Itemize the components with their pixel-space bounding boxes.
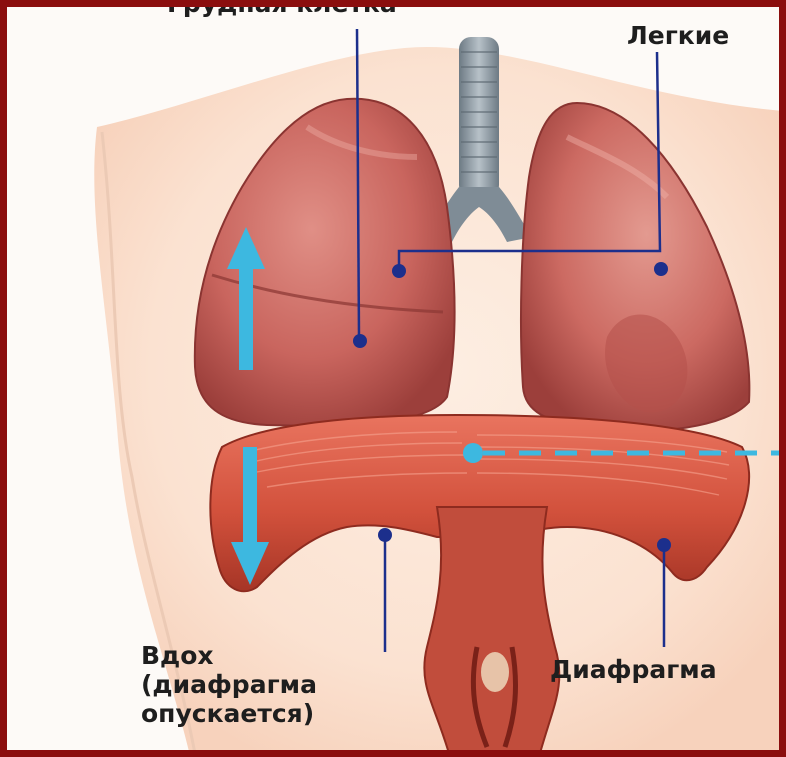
torso-illustration (7, 7, 786, 757)
inhale-label: Вдох (диафрагма опускается) (141, 641, 317, 728)
diaphragm-label: Диафрагма (550, 655, 717, 684)
crura-column (424, 507, 559, 757)
lungs-label: Легкие (627, 21, 729, 50)
inhale-label-line2: (диафрагма (141, 670, 317, 699)
top-cut-label: Грудная клетка (167, 0, 397, 18)
inhale-label-line3: опускается) (141, 699, 317, 728)
inhale-label-line1: Вдох (141, 641, 317, 670)
